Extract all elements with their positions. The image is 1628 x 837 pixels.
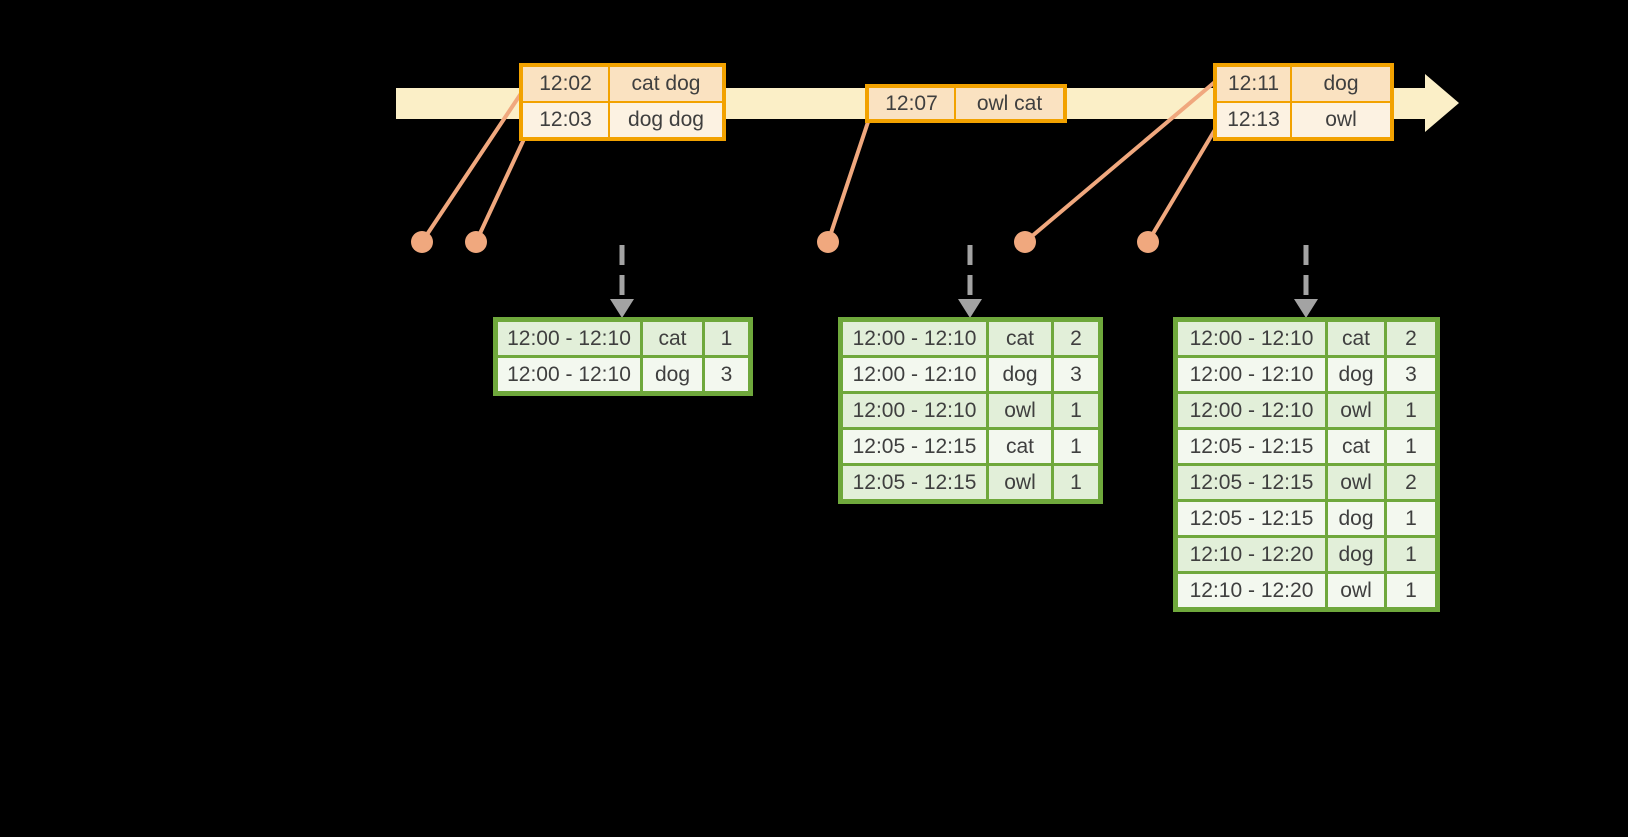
result-count-cell: 1 [1051, 427, 1102, 466]
result-row: 12:05 - 12:15 dog 1 [1174, 499, 1439, 538]
event-row: 12:03 dog dog [520, 101, 725, 140]
result-row: 12:00 - 12:10 owl 1 [839, 391, 1102, 430]
event-time-cell: 12:07 [866, 85, 956, 122]
result-row: 12:00 - 12:10 dog 3 [839, 355, 1102, 394]
result-row: 12:05 - 12:15 cat 1 [839, 427, 1102, 466]
result-count-cell: 2 [1384, 318, 1439, 358]
result-word-cell: dog [986, 355, 1054, 394]
result-row: 12:00 - 12:10 cat 1 [494, 318, 752, 358]
result-count-cell: 1 [1384, 535, 1439, 574]
result-count-cell: 1 [702, 318, 752, 358]
result-word-cell: cat [1325, 427, 1387, 466]
result-count-cell: 3 [702, 355, 752, 395]
connector-line-1203 [474, 138, 526, 243]
connector-line-1213 [1146, 126, 1218, 244]
result-row: 12:00 - 12:10 cat 2 [839, 318, 1102, 358]
result-word-cell: cat [986, 427, 1054, 466]
result-window-cell: 12:00 - 12:10 [1174, 355, 1328, 394]
result-word-cell: dog [640, 355, 705, 395]
result-word-cell: owl [1325, 391, 1387, 430]
event-words-cell: owl cat [954, 85, 1066, 122]
result-row: 12:00 - 12:10 cat 2 [1174, 318, 1439, 358]
input-batch-table-3: 12:11 dog 12:13 owl [1213, 63, 1394, 141]
event-words-cell: cat dog [608, 64, 725, 103]
result-window-cell: 12:00 - 12:10 [839, 391, 989, 430]
result-window-cell: 12:05 - 12:15 [839, 463, 989, 503]
result-window-cell: 12:10 - 12:20 [1174, 571, 1328, 611]
event-time-cell: 12:02 [520, 64, 610, 103]
result-table-1: 12:00 - 12:10 cat 1 12:00 - 12:10 dog 3 [493, 317, 753, 396]
event-time-cell: 12:13 [1214, 101, 1292, 140]
event-dot-4 [1014, 231, 1036, 253]
result-count-cell: 2 [1384, 463, 1439, 502]
result-window-cell: 12:05 - 12:15 [1174, 499, 1328, 538]
input-batch-table-1: 12:02 cat dog 12:03 dog dog [519, 63, 726, 141]
result-row: 12:00 - 12:10 dog 3 [494, 355, 752, 395]
event-dot-3 [817, 231, 839, 253]
event-dot-1 [411, 231, 433, 253]
result-window-cell: 12:05 - 12:15 [1174, 427, 1328, 466]
result-count-cell: 1 [1051, 463, 1102, 503]
result-row: 12:00 - 12:10 dog 3 [1174, 355, 1439, 394]
result-window-cell: 12:00 - 12:10 [839, 318, 989, 358]
result-word-cell: dog [1325, 535, 1387, 574]
result-row: 12:05 - 12:15 cat 1 [1174, 427, 1439, 466]
result-window-cell: 12:00 - 12:10 [494, 318, 643, 358]
result-word-cell: owl [986, 463, 1054, 503]
event-time-cell: 12:03 [520, 101, 610, 140]
event-dot-5 [1137, 231, 1159, 253]
result-count-cell: 2 [1051, 318, 1102, 358]
trigger-arrow-2 [958, 245, 982, 318]
result-count-cell: 3 [1051, 355, 1102, 394]
event-time-cell: 12:11 [1214, 64, 1292, 103]
event-row: 12:11 dog [1214, 64, 1393, 103]
result-window-cell: 12:05 - 12:15 [1174, 463, 1328, 502]
event-dot-2 [465, 231, 487, 253]
connector-line-1207 [826, 121, 870, 243]
result-word-cell: dog [1325, 355, 1387, 394]
result-window-cell: 12:00 - 12:10 [839, 355, 989, 394]
result-count-cell: 1 [1384, 499, 1439, 538]
result-row: 12:10 - 12:20 dog 1 [1174, 535, 1439, 574]
result-count-cell: 3 [1384, 355, 1439, 394]
event-dots [411, 231, 1159, 253]
result-row: 12:05 - 12:15 owl 2 [1174, 463, 1439, 502]
connector-line-1202 [420, 90, 524, 244]
result-count-cell: 1 [1051, 391, 1102, 430]
trigger-arrow-3 [1294, 245, 1318, 318]
trigger-arrow-1 [610, 245, 634, 318]
result-word-cell: cat [1325, 318, 1387, 358]
result-word-cell: cat [640, 318, 705, 358]
event-words-cell: dog [1290, 64, 1393, 103]
event-row: 12:07 owl cat [866, 85, 1066, 122]
input-batch-table-2: 12:07 owl cat [865, 84, 1067, 123]
result-count-cell: 1 [1384, 391, 1439, 430]
result-row: 12:05 - 12:15 owl 1 [839, 463, 1102, 503]
result-word-cell: cat [986, 318, 1054, 358]
result-word-cell: dog [1325, 499, 1387, 538]
result-table-3: 12:00 - 12:10 cat 2 12:00 - 12:10 dog 3 … [1173, 317, 1440, 612]
result-word-cell: owl [1325, 463, 1387, 502]
result-window-cell: 12:10 - 12:20 [1174, 535, 1328, 574]
event-row: 12:02 cat dog [520, 64, 725, 103]
result-window-cell: 12:00 - 12:10 [1174, 318, 1328, 358]
result-row: 12:10 - 12:20 owl 1 [1174, 571, 1439, 611]
event-row: 12:13 owl [1214, 101, 1393, 140]
result-window-cell: 12:05 - 12:15 [839, 427, 989, 466]
trigger-arrows [610, 245, 1318, 318]
event-words-cell: dog dog [608, 101, 725, 140]
result-count-cell: 1 [1384, 427, 1439, 466]
event-words-cell: owl [1290, 101, 1393, 140]
result-word-cell: owl [986, 391, 1054, 430]
result-row: 12:00 - 12:10 owl 1 [1174, 391, 1439, 430]
result-window-cell: 12:00 - 12:10 [494, 355, 643, 395]
result-table-2: 12:00 - 12:10 cat 2 12:00 - 12:10 dog 3 … [838, 317, 1103, 504]
result-count-cell: 1 [1384, 571, 1439, 611]
result-window-cell: 12:00 - 12:10 [1174, 391, 1328, 430]
result-word-cell: owl [1325, 571, 1387, 611]
